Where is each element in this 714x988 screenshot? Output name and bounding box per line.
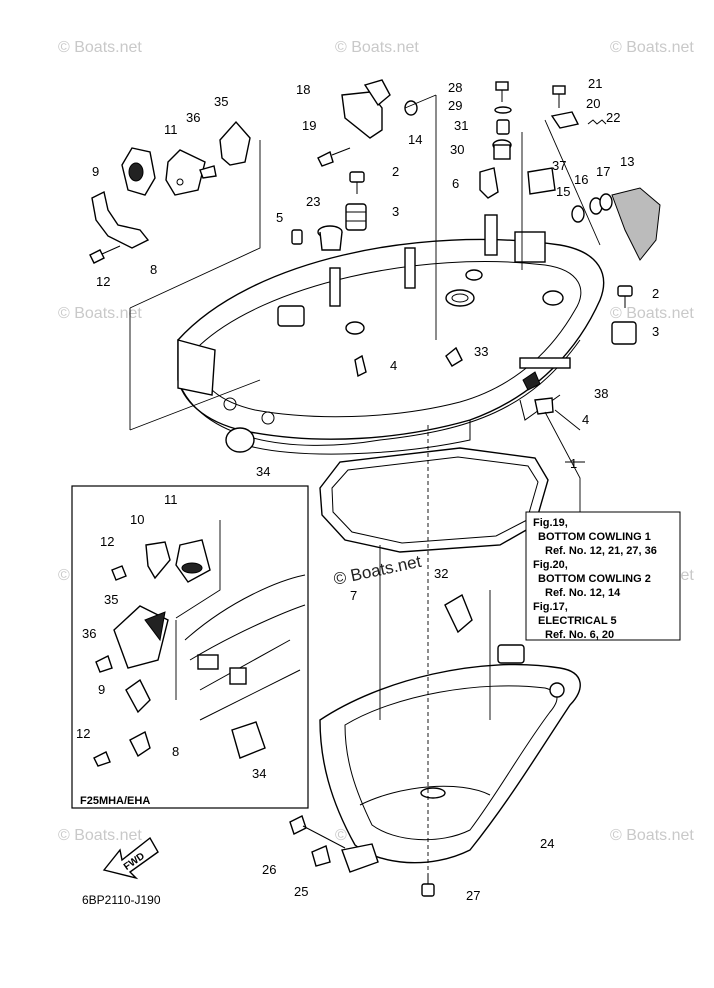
callout-36: 36 [82,626,96,641]
ref-line-3: Ref. No. 12, 21, 27, 36 [545,545,657,557]
callout-3: 3 [392,204,399,219]
callout-12: 12 [76,726,90,741]
small-parts [89,79,661,897]
callout-16: 16 [574,172,588,187]
callout-30: 30 [450,142,464,157]
watermark-4: © Boats.net [58,305,142,322]
callout-17: 17 [596,164,610,179]
callout-6: 6 [452,176,459,191]
callout-36: 36 [186,110,200,125]
callout-21: 21 [588,76,602,91]
callout-37: 37 [552,158,566,173]
callout-25: 25 [294,884,308,899]
fwd-arrow-icon: FWD [102,836,159,880]
callout-18: 18 [296,82,310,97]
callout-22: 22 [606,110,620,125]
watermark-dark: © Boats.net [332,552,423,589]
callout-23: 23 [306,194,320,209]
callout-8: 8 [172,744,179,759]
callout-12: 12 [100,534,114,549]
callout-35: 35 [214,94,228,109]
ref-line-5: BOTTOM COWLING 2 [538,573,651,585]
callout-29: 29 [448,98,462,113]
callout-1: 1 [570,456,577,471]
callout-34: 34 [252,766,266,781]
callout-numbers: 1 2 2 3 3 4 4 5 6 7 8 8 9 9 10 11 11 12 … [76,76,659,903]
callout-38: 38 [594,386,608,401]
callout-26: 26 [262,862,276,877]
ref-line-1: Fig.19, [533,517,568,529]
diagram-code: 6BP2110-J190 [82,893,161,907]
callout-13: 13 [620,154,634,169]
callout-28: 28 [448,80,462,95]
callout-34: 34 [256,464,270,479]
callout-15: 15 [556,184,570,199]
callout-4: 4 [390,358,397,373]
callout-11: 11 [164,122,178,137]
leader-lines [129,94,601,885]
inset-panel [71,485,309,809]
callout-12: 12 [96,274,110,289]
callout-8: 8 [150,262,157,277]
callout-33: 33 [474,344,488,359]
callout-7: 7 [350,588,357,603]
callout-9: 9 [98,682,105,697]
callout-9: 9 [92,164,99,179]
lower-cover [319,644,581,864]
watermark-9: © Boats.net [58,827,142,844]
callout-3: 3 [652,324,659,339]
ref-line-4: Fig.20, [533,559,568,571]
ref-line-7: Fig.17, [533,601,568,613]
callout-10: 10 [130,512,144,527]
callout-19: 19 [302,118,316,133]
watermark-11: © Boats.net [610,827,694,844]
callout-11: 11 [164,492,178,507]
callout-27: 27 [466,888,480,903]
callout-20: 20 [586,96,600,111]
watermark-3: © Boats.net [610,39,694,56]
reference-box: Fig.19, BOTTOM COWLING 1 Ref. No. 12, 21… [525,511,681,641]
ref-line-8: ELECTRICAL 5 [538,615,617,627]
ref-line-9: Ref. No. 6, 20 [545,629,614,641]
callout-35: 35 [104,592,118,607]
watermark-6: © Boats.net [610,305,694,322]
callout-24: 24 [540,836,554,851]
callout-2: 2 [392,164,399,179]
callout-4: 4 [582,412,589,427]
ref-line-2: BOTTOM COWLING 1 [538,531,651,543]
ref-line-6: Ref. No. 12, 14 [545,587,621,599]
inset-model-label: F25MHA/EHA [80,795,150,807]
watermark-2: © Boats.net [335,39,419,56]
bottom-cowling [177,214,605,455]
cowling-gasket [319,447,549,553]
watermark-1: © Boats.net [58,39,142,56]
callout-31: 31 [454,118,468,133]
callout-2: 2 [652,286,659,301]
callout-14: 14 [408,132,422,147]
callout-32: 32 [434,566,448,581]
callout-5: 5 [276,210,283,225]
